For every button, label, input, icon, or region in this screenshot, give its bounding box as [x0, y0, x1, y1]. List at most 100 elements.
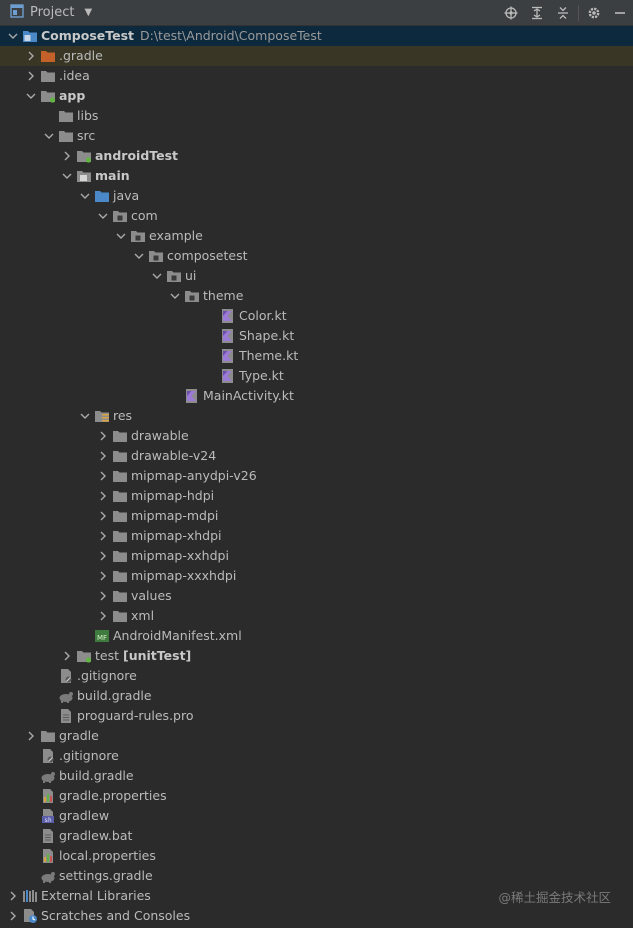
chevron-down-icon[interactable]: [168, 286, 182, 306]
chevron-down-icon[interactable]: [114, 226, 128, 246]
tree-row[interactable]: composetest: [0, 246, 633, 266]
svg-text:MF: MF: [97, 634, 107, 642]
folder-icon: [40, 728, 56, 744]
tree-row[interactable]: settings.gradle: [0, 866, 633, 886]
tree-row[interactable]: mipmap-hdpi: [0, 486, 633, 506]
tree-row[interactable]: java: [0, 186, 633, 206]
tree-item-label: drawable-v24: [131, 448, 217, 463]
chevron-right-icon[interactable]: [96, 546, 110, 566]
chevron-down-icon[interactable]: [150, 266, 164, 286]
tree-row[interactable]: test[unitTest]: [0, 646, 633, 666]
tree-row[interactable]: xml: [0, 606, 633, 626]
locate-icon[interactable]: [498, 0, 524, 25]
tree-row[interactable]: Shape.kt: [0, 326, 633, 346]
tree-row[interactable]: MainActivity.kt: [0, 386, 633, 406]
gradle-file-icon: [40, 868, 56, 884]
tree-row[interactable]: mipmap-mdpi: [0, 506, 633, 526]
tree-row[interactable]: build.gradle: [0, 686, 633, 706]
chevron-right-icon[interactable]: [60, 146, 74, 166]
hide-icon[interactable]: [607, 0, 633, 25]
tree-row[interactable]: mipmap-anydpi-v26: [0, 466, 633, 486]
chevron-right-icon[interactable]: [6, 906, 20, 926]
tree-row[interactable]: mipmap-xxhdpi: [0, 546, 633, 566]
tree-row[interactable]: drawable: [0, 426, 633, 446]
chevron-down-icon[interactable]: [6, 26, 20, 46]
expand-all-icon[interactable]: [524, 0, 550, 25]
chevron-down-icon[interactable]: [24, 86, 38, 106]
chevron-right-icon[interactable]: [96, 586, 110, 606]
chevron-down-icon[interactable]: [78, 406, 92, 426]
tree-row[interactable]: example: [0, 226, 633, 246]
chevron-right-icon[interactable]: [96, 506, 110, 526]
tree-item-label: mipmap-xhdpi: [131, 528, 222, 543]
tree-row[interactable]: ui: [0, 266, 633, 286]
tree-row[interactable]: res: [0, 406, 633, 426]
chevron-right-icon[interactable]: [96, 566, 110, 586]
tree-row[interactable]: src: [0, 126, 633, 146]
tree-item-label: java: [113, 188, 140, 203]
chevron-right-icon[interactable]: [96, 426, 110, 446]
chevron-right-icon[interactable]: [24, 66, 38, 86]
tree-row[interactable]: .gradle: [0, 46, 633, 66]
tree-row[interactable]: gradlew.bat: [0, 826, 633, 846]
chevron-down-icon[interactable]: [60, 166, 74, 186]
chevron-right-icon[interactable]: [24, 726, 38, 746]
text-file-icon: [58, 708, 74, 724]
tree-row[interactable]: External Libraries: [0, 886, 633, 906]
tree-row[interactable]: Theme.kt: [0, 346, 633, 366]
tree-row[interactable]: drawable-v24: [0, 446, 633, 466]
tree-row[interactable]: libs: [0, 106, 633, 126]
tree-row[interactable]: gradle.properties: [0, 786, 633, 806]
tree-item-label: com: [131, 208, 158, 223]
chevron-right-icon[interactable]: [24, 46, 38, 66]
tree-item-label: .gitignore: [77, 668, 137, 683]
collapse-all-icon[interactable]: [550, 0, 576, 25]
tree-row[interactable]: theme: [0, 286, 633, 306]
tree-row[interactable]: .gitignore: [0, 746, 633, 766]
tree-row[interactable]: Type.kt: [0, 366, 633, 386]
chevron-down-icon[interactable]: [132, 246, 146, 266]
tree-row[interactable]: values: [0, 586, 633, 606]
tree-item-label: mipmap-hdpi: [131, 488, 215, 503]
chevron-right-icon[interactable]: [96, 446, 110, 466]
tree-item-label: app: [59, 88, 86, 103]
tree-item-label: drawable: [131, 428, 189, 443]
tree-row[interactable]: build.gradle: [0, 766, 633, 786]
tree-row[interactable]: gradle: [0, 726, 633, 746]
chevron-down-icon[interactable]: [96, 206, 110, 226]
tree-item-label: Shape.kt: [239, 328, 295, 343]
tree-row[interactable]: .idea: [0, 66, 633, 86]
gitignore-file-icon: [58, 668, 74, 684]
chevron-right-icon[interactable]: [96, 486, 110, 506]
chevron-right-icon[interactable]: [96, 526, 110, 546]
chevron-right-icon[interactable]: [96, 606, 110, 626]
tree-item-label: Scratches and Consoles: [41, 908, 191, 923]
tree-row[interactable]: Scratches and Consoles: [0, 906, 633, 926]
chevron-right-icon[interactable]: [6, 886, 20, 906]
tree-row[interactable]: Color.kt: [0, 306, 633, 326]
gear-icon[interactable]: [581, 0, 607, 25]
tree-row[interactable]: main: [0, 166, 633, 186]
chevron-down-icon[interactable]: [78, 186, 92, 206]
project-view-selector[interactable]: Project ▼: [0, 4, 92, 21]
tree-row[interactable]: mipmap-xxxhdpi: [0, 566, 633, 586]
kotlin-file-icon: [220, 368, 236, 384]
tree-row[interactable]: local.properties: [0, 846, 633, 866]
tree-row[interactable]: com: [0, 206, 633, 226]
kotlin-file-icon: [220, 348, 236, 364]
tree-item-label: Color.kt: [239, 308, 287, 323]
text-file-icon: [40, 828, 56, 844]
tree-row[interactable]: app: [0, 86, 633, 106]
chevron-down-icon[interactable]: [42, 126, 56, 146]
tree-row[interactable]: proguard-rules.pro: [0, 706, 633, 726]
tree-item-label: mipmap-anydpi-v26: [131, 468, 257, 483]
chevron-right-icon[interactable]: [96, 466, 110, 486]
tree-row[interactable]: mipmap-xhdpi: [0, 526, 633, 546]
chevron-right-icon[interactable]: [60, 646, 74, 666]
tree-row[interactable]: androidTest: [0, 146, 633, 166]
tree-row[interactable]: .gitignore: [0, 666, 633, 686]
